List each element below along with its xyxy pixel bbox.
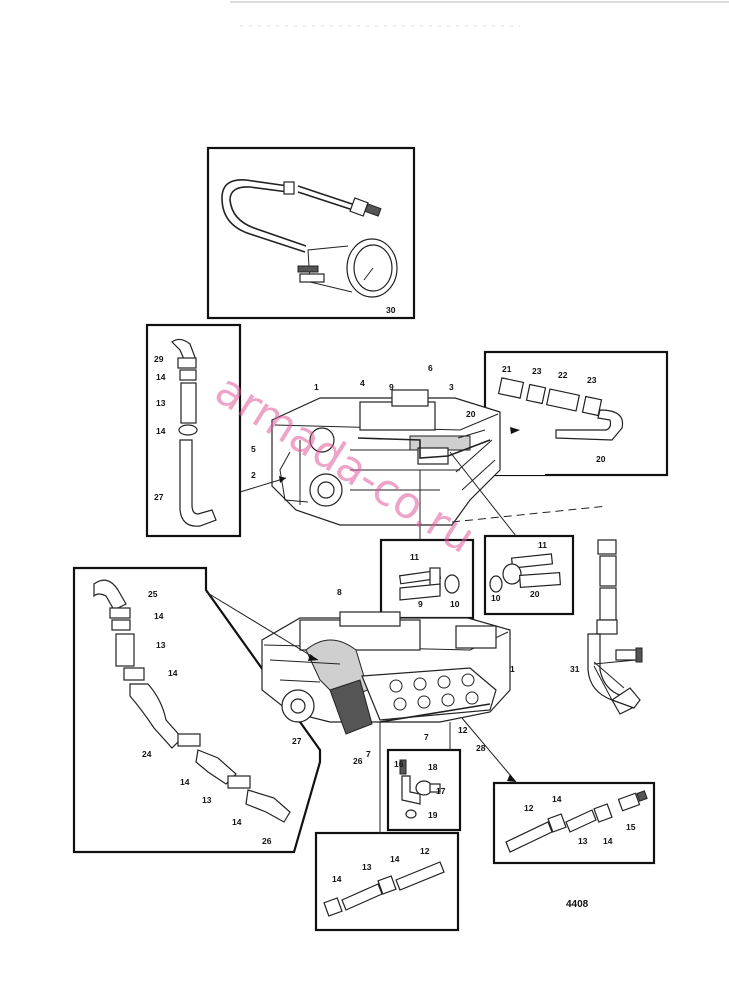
- part-label-lower-engine-2: 12: [458, 725, 468, 735]
- part-label-top-engine-5: 20: [466, 409, 476, 419]
- diagram-code: 4408: [566, 899, 589, 910]
- part-label-top-engine-7: 2: [251, 470, 256, 480]
- left-lower-hose-inset: [72, 566, 322, 854]
- part-label-top-engine-0: 1: [314, 382, 319, 392]
- mid-left-inset: [379, 538, 475, 620]
- part-label-left-hose-lower-6: 13: [202, 795, 212, 805]
- part-label-left-hose-lower-3: 14: [168, 668, 178, 678]
- part-label-left-hose-1: 14: [156, 372, 166, 382]
- part-label-left-hose-0: 29: [154, 354, 164, 364]
- connector-lines: [205, 427, 637, 833]
- part-label-lower-engine-6: 26: [353, 756, 363, 766]
- part-label-left-hose-lower-5: 14: [180, 777, 190, 787]
- part-label-bottom-mid-0: 14: [332, 874, 342, 884]
- part-label-left-hose-lower-0: 25: [148, 589, 158, 599]
- part-label-bottom-mid-3: 12: [420, 846, 430, 856]
- part-label-top-right-2: 22: [558, 370, 568, 380]
- part-label-left-hose-3: 14: [156, 426, 166, 436]
- top-engine: [271, 389, 501, 526]
- part-label-left-hose-lower-2: 13: [156, 640, 166, 650]
- part-label-mid-right-inset-1: 10: [491, 593, 501, 603]
- part-label-bracket-1: 18: [428, 762, 438, 772]
- part-label-lower-engine-3: 7: [424, 732, 429, 742]
- part-label-lower-engine-1: 1: [510, 664, 515, 674]
- part-label-top-engine-3: 6: [428, 363, 433, 373]
- part-label-bottom-right-1: 14: [552, 794, 562, 804]
- part-label-left-hose-lower-7: 14: [232, 817, 242, 827]
- part-label-bottom-mid-2: 14: [390, 854, 400, 864]
- lower-engine: [261, 611, 511, 735]
- gauge-inset: [206, 146, 416, 320]
- bottom-right-inset: [492, 781, 656, 865]
- top-right-inset: [483, 350, 669, 477]
- part-label-top-engine-4: 3: [449, 382, 454, 392]
- part-label-right-pipe-0: 31: [570, 664, 580, 674]
- bracket-inset: [386, 748, 462, 832]
- part-label-left-hose-4: 27: [154, 492, 164, 502]
- part-label-left-hose-lower-1: 14: [154, 611, 164, 621]
- part-label-top-engine-1: 4: [360, 378, 365, 388]
- left-hose-inset: [145, 323, 242, 538]
- part-label-bottom-right-3: 14: [603, 836, 613, 846]
- part-label-left-hose-lower-4: 24: [142, 749, 152, 759]
- part-label-bottom-right-0: 12: [524, 803, 534, 813]
- part-label-mid-left-inset-2: 10: [450, 599, 460, 609]
- part-label-left-hose-2: 13: [156, 398, 166, 408]
- part-label-bottom-right-4: 15: [626, 822, 636, 832]
- part-label-top-right-1: 23: [532, 366, 542, 376]
- part-label-lower-engine-4: 7: [366, 749, 371, 759]
- part-label-mid-right-inset-2: 20: [530, 589, 540, 599]
- right-pipe: [587, 539, 643, 715]
- part-label-top-right-3: 23: [587, 375, 597, 385]
- part-label-lower-engine-7: 28: [476, 743, 486, 753]
- part-label-top-engine-2: 9: [389, 382, 394, 392]
- part-label-top-right-0: 21: [502, 364, 512, 374]
- part-label-bracket-3: 19: [428, 810, 438, 820]
- part-label-bottom-right-2: 13: [578, 836, 588, 846]
- part-label-mid-left-inset-0: 11: [410, 552, 419, 562]
- part-label-bracket-0: 16: [394, 759, 404, 769]
- part-label-left-hose-lower-8: 26: [262, 836, 272, 846]
- part-label-lower-engine-0: 8: [337, 587, 342, 597]
- part-label-lower-engine-5: 27: [292, 736, 302, 746]
- part-label-top-engine-6: 5: [251, 444, 256, 454]
- mid-right-inset: [483, 534, 575, 616]
- part-label-top-right-4: 20: [596, 454, 606, 464]
- part-label-bottom-mid-1: 13: [362, 862, 372, 872]
- part-label-mid-left-inset-1: 9: [418, 599, 423, 609]
- bottom-mid-inset: [314, 831, 460, 932]
- part-label-bracket-2: 17: [436, 786, 446, 796]
- part-label-gauge-0: 30: [386, 305, 396, 315]
- part-label-mid-right-inset-0: 11: [538, 540, 547, 550]
